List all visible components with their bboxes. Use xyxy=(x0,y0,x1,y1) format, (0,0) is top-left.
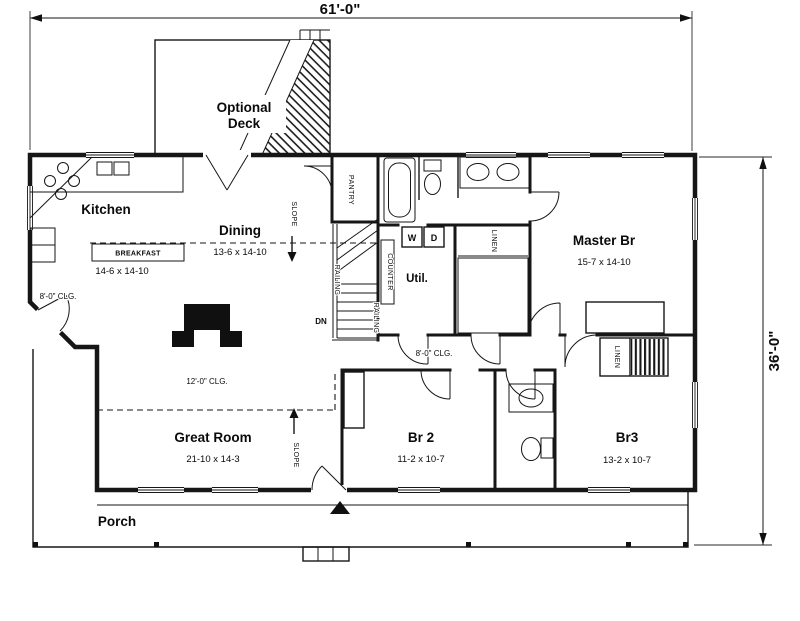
counter-box xyxy=(380,239,395,305)
window xyxy=(622,151,664,159)
front-door xyxy=(311,465,347,491)
pantry-label: PANTRY xyxy=(347,175,354,205)
master-br-size-label: 15-7 x 14-10 xyxy=(577,257,630,268)
dining-size-label: 13-6 x 14-10 xyxy=(213,247,266,258)
linen-master-label: LINEN xyxy=(490,230,497,253)
dining-label: Dining xyxy=(219,223,261,238)
deck-label-line1: Optional xyxy=(217,100,272,115)
sink-icon xyxy=(508,383,554,413)
toilet-icon xyxy=(521,437,554,461)
hall-linen-closet: LINEN xyxy=(599,337,669,377)
window xyxy=(138,486,184,494)
dn-label: DN xyxy=(315,317,327,326)
top-dimension: 61'-0" xyxy=(29,1,693,151)
ceiling-left-label: 8'-0" CLG. xyxy=(40,292,77,301)
laundry-units: W D COUNTER xyxy=(380,226,445,305)
porch-label: Porch xyxy=(98,514,136,529)
deck-label-line2: Deck xyxy=(228,116,261,131)
window xyxy=(212,486,258,494)
master-closet xyxy=(585,301,665,334)
tub-icon xyxy=(383,157,416,223)
kitchen-fixtures xyxy=(29,156,184,263)
master-walkin-closet xyxy=(457,257,529,334)
window xyxy=(398,486,440,494)
br2-door xyxy=(420,369,451,400)
slope-lower-label: SLOPE xyxy=(292,442,299,467)
kitchen-label: Kitchen xyxy=(81,202,131,217)
cooktop-icon xyxy=(44,162,80,200)
window xyxy=(86,151,134,159)
util-label: Util. xyxy=(406,273,428,285)
angled-entry-door xyxy=(37,294,70,332)
breakfast-bar: BREAKFAST xyxy=(91,243,185,262)
util-door xyxy=(397,334,429,365)
br3-size-label: 13-2 x 10-7 xyxy=(603,455,651,466)
interior-walls xyxy=(330,153,697,492)
closet-door xyxy=(470,334,501,365)
dim-width-label: 61'-0" xyxy=(320,1,361,18)
br2-size-label: 11-2 x 10-7 xyxy=(397,454,444,465)
window xyxy=(588,486,630,494)
toilet-icon xyxy=(423,159,442,195)
right-dimension: 36'-0" xyxy=(694,156,783,546)
hall-bath-fixtures xyxy=(508,383,554,461)
window xyxy=(26,186,34,230)
washer-box xyxy=(401,226,423,248)
sink-icon xyxy=(96,161,130,176)
window xyxy=(548,151,590,159)
dryer-box xyxy=(423,226,445,248)
breakfast-label: BREAKFAST xyxy=(115,251,161,258)
closet-hatching: LINEN LINEN xyxy=(343,229,669,429)
slope-up-arrow-icon xyxy=(289,408,299,418)
slope-down-arrow-icon xyxy=(287,252,297,262)
stairs: RAILING RAILING DN xyxy=(314,218,380,341)
windows xyxy=(26,150,699,495)
ceiling-dashes xyxy=(90,242,378,411)
room-labels: Kitchen 14-6 x 14-10 Dining 13-6 x 14-10… xyxy=(38,174,651,529)
bath-door xyxy=(529,191,560,222)
kitchen-size-label: 14-6 x 14-10 xyxy=(95,266,148,277)
fireplace-icon xyxy=(172,304,242,347)
window xyxy=(466,151,516,159)
front-door-marker xyxy=(330,501,350,514)
dim-depth-label: 36'-0" xyxy=(766,331,783,372)
porch-outline xyxy=(32,349,689,548)
washer-label: W xyxy=(408,233,417,243)
master-br-label: Master Br xyxy=(573,233,636,248)
counter-label: COUNTER xyxy=(386,253,393,290)
master-door xyxy=(527,302,561,336)
br3-label: Br3 xyxy=(616,430,639,445)
great-room-size-label: 21-10 x 14-3 xyxy=(186,454,239,465)
slope-arrows: SLOPE SLOPE xyxy=(287,200,300,469)
slope-upper-label: SLOPE xyxy=(290,201,297,226)
dryer-label: D xyxy=(431,233,438,243)
br3-door xyxy=(564,334,598,368)
railing-left-label: RAILING xyxy=(333,265,340,296)
great-room-label: Great Room xyxy=(174,430,251,445)
entry-steps xyxy=(302,546,350,562)
deck-steps xyxy=(299,29,330,40)
br2-label: Br 2 xyxy=(408,430,434,445)
bath-fixtures xyxy=(383,156,531,223)
optional-deck: Optional Deck xyxy=(154,29,331,156)
window xyxy=(691,198,699,240)
linen-hall-label: LINEN xyxy=(613,346,620,369)
railing-right-label: RAILING xyxy=(372,303,379,334)
br2-closet xyxy=(343,371,365,429)
vanity-icon xyxy=(459,156,531,189)
window xyxy=(691,382,699,428)
ceiling-great-label: 12'-0" CLG. xyxy=(186,377,227,386)
deck-double-door xyxy=(205,154,249,191)
pantry-door xyxy=(303,165,333,195)
ceiling-hall-label: 8'-0" CLG. xyxy=(416,349,453,358)
